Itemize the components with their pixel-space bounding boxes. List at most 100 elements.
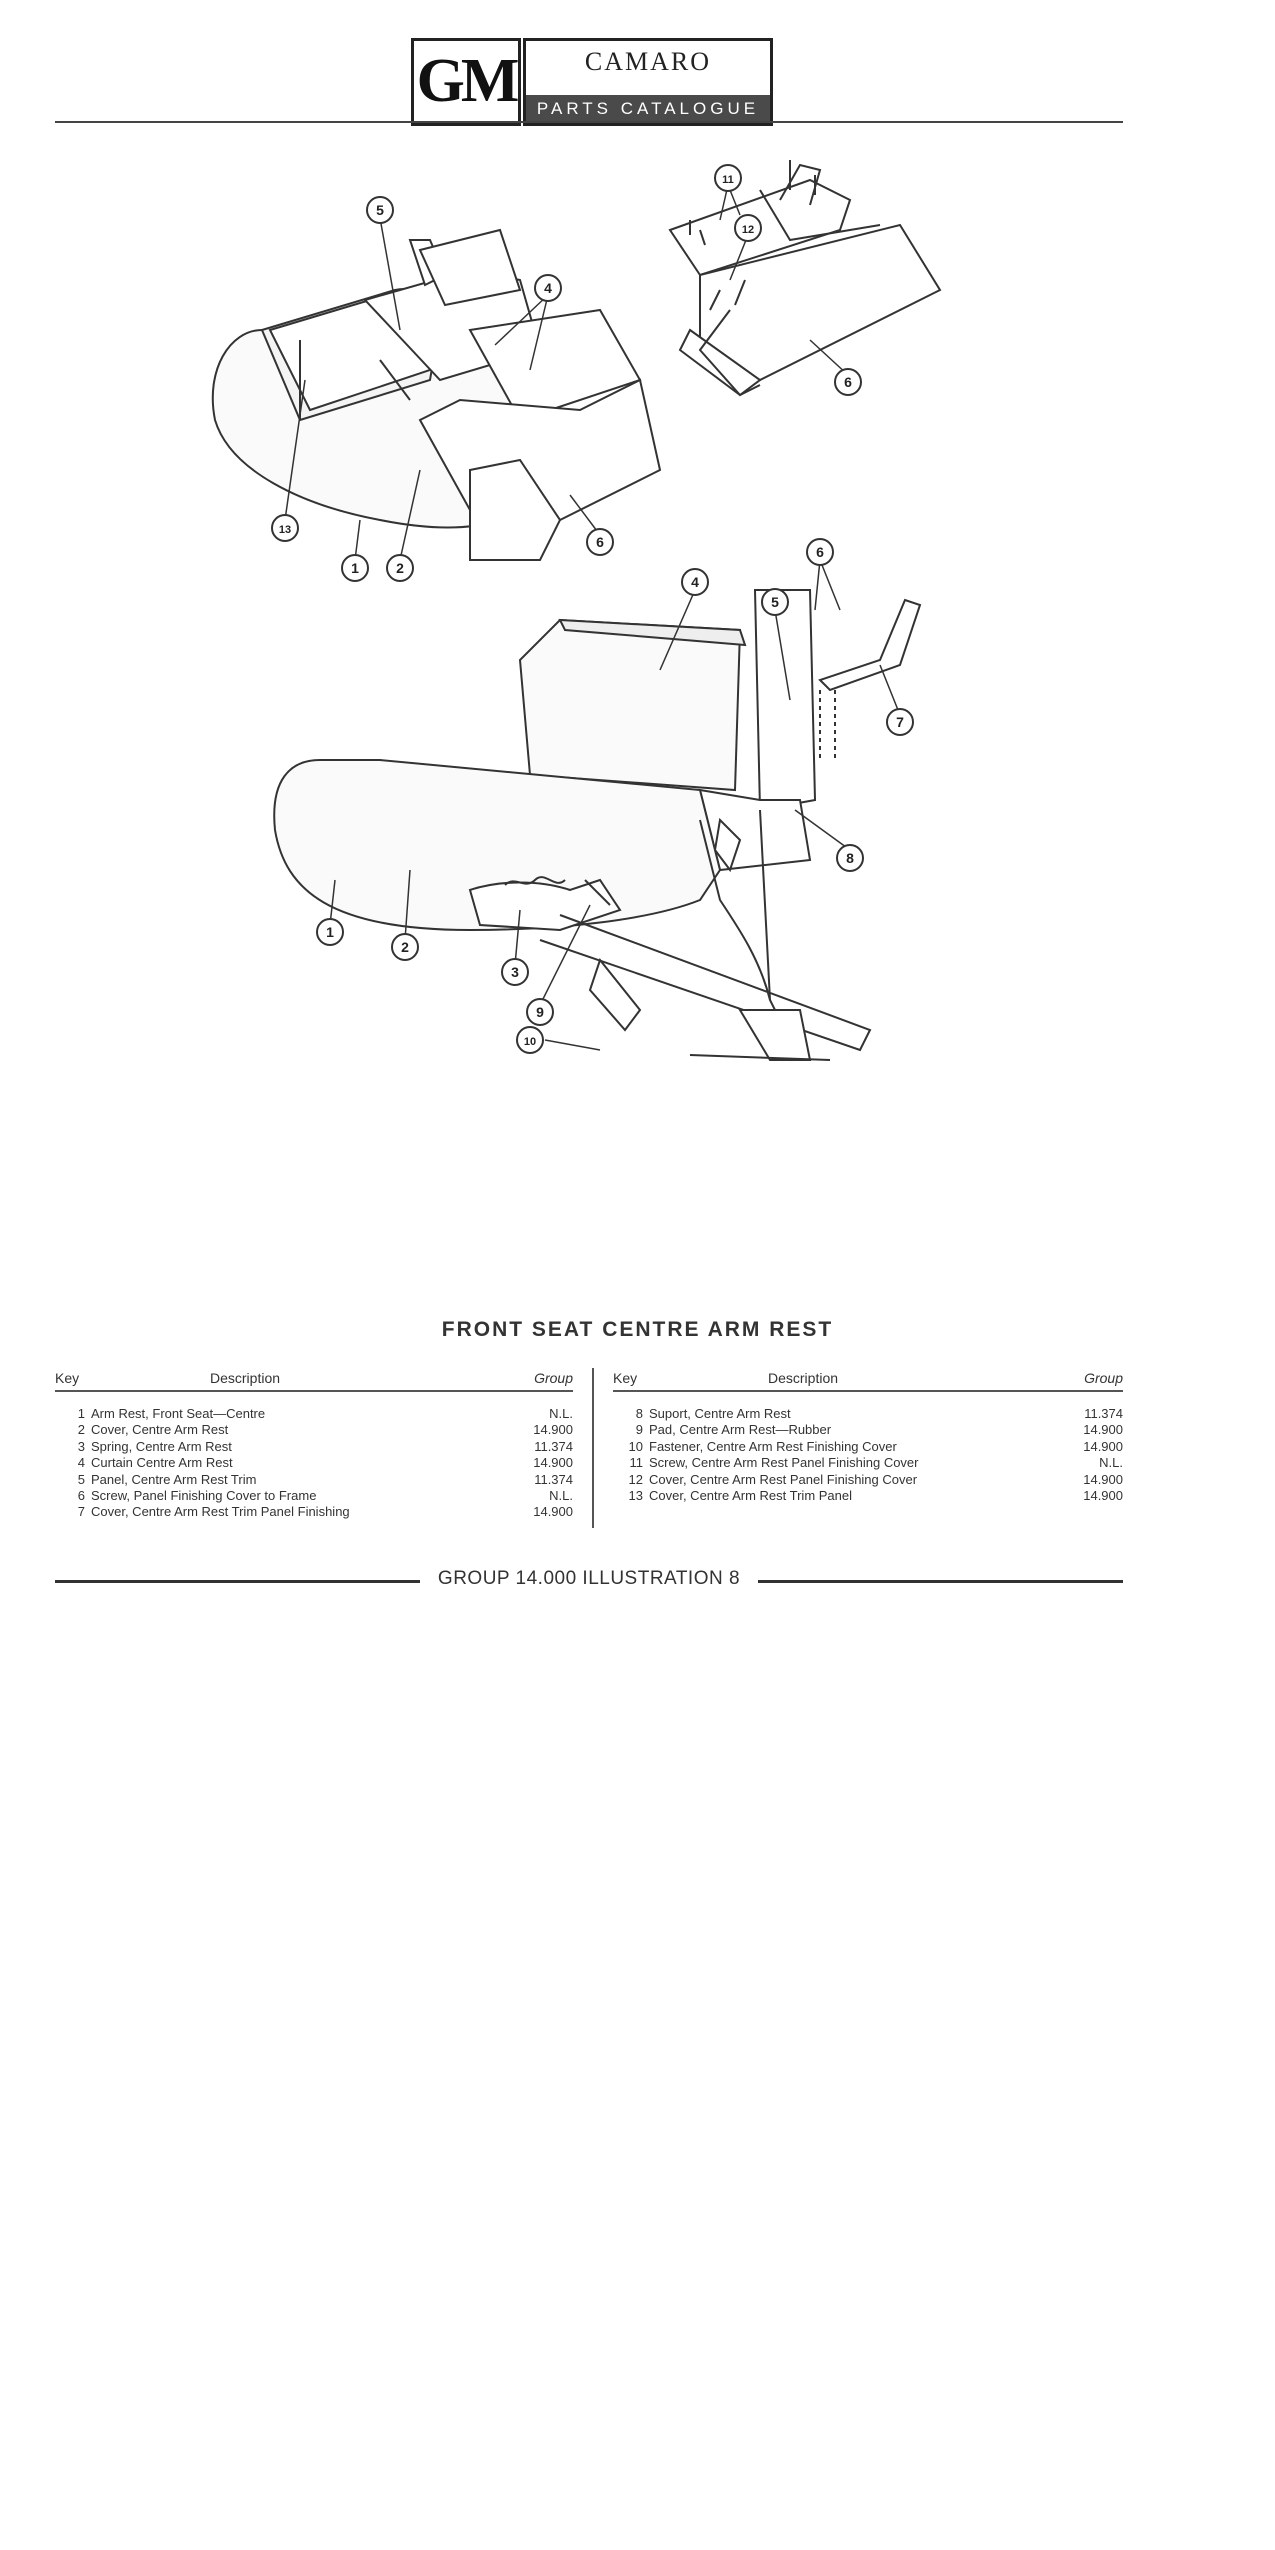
row-key: 12 bbox=[628, 1471, 643, 1487]
callout-1: 1 bbox=[341, 554, 369, 582]
section-title: FRONT SEAT CENTRE ARM REST bbox=[441, 1318, 834, 1341]
row-group: 14.900 bbox=[1083, 1422, 1123, 1438]
upper-armrest-assembly bbox=[211, 228, 662, 561]
header-key: Key bbox=[55, 1370, 80, 1386]
callout-6: 6 bbox=[586, 528, 614, 556]
svg-text:5: 5 bbox=[771, 594, 779, 610]
row-group: 14.900 bbox=[533, 1504, 573, 1520]
callout-5: 5 bbox=[366, 196, 394, 224]
callout-8: 8 bbox=[836, 844, 864, 872]
row-key: 8 bbox=[635, 1406, 643, 1421]
row-key: 2 bbox=[77, 1422, 85, 1438]
callout-10: 10 bbox=[516, 1026, 544, 1054]
row-key: 5 bbox=[77, 1471, 85, 1487]
svg-text:3: 3 bbox=[511, 964, 519, 980]
header-description: Description bbox=[210, 1370, 281, 1386]
row-group: 11.374 bbox=[534, 1438, 573, 1454]
callout-4: 4 bbox=[534, 274, 562, 302]
gm-logo-mark: GM bbox=[411, 38, 521, 126]
svg-text:12: 12 bbox=[742, 224, 754, 236]
logo-panel: CAMARO PARTS CATALOGUE bbox=[523, 38, 773, 126]
svg-text:1: 1 bbox=[351, 560, 359, 576]
table-row: 12 Cover, Centre Arm Rest Panel Finishing… bbox=[613, 1472, 1123, 1488]
page-footer: GROUP 14.000 ILLUSTRATION 8 bbox=[55, 1568, 1123, 1592]
row-group: N.L. bbox=[549, 1487, 573, 1503]
footer-rule-left bbox=[55, 1580, 420, 1583]
svg-text:13: 13 bbox=[279, 524, 291, 536]
callout-12: 12 bbox=[734, 214, 762, 242]
svg-text:6: 6 bbox=[844, 374, 852, 390]
svg-text:4: 4 bbox=[544, 280, 552, 296]
row-description: Cover, Centre Arm Rest Panel Finishing C… bbox=[649, 1471, 918, 1487]
table-row: 11 Screw, Centre Arm Rest Panel Finishing… bbox=[613, 1455, 1124, 1471]
callout-2: 2 bbox=[391, 933, 419, 961]
row-key: 1 bbox=[77, 1406, 85, 1421]
svg-text:6: 6 bbox=[816, 544, 824, 560]
header-key: Key bbox=[613, 1370, 638, 1386]
row-key: 4 bbox=[77, 1455, 85, 1471]
row-description: Curtain Centre Arm Rest bbox=[91, 1455, 233, 1471]
row-group: N.L. bbox=[1099, 1455, 1123, 1471]
callout-5: 5 bbox=[761, 588, 789, 616]
row-group: 14.900 bbox=[1083, 1438, 1123, 1454]
footer-rule-right bbox=[758, 1580, 1123, 1583]
row-key: 11 bbox=[629, 1455, 644, 1471]
svg-text:4: 4 bbox=[691, 574, 699, 590]
logo-title: CAMARO bbox=[584, 47, 712, 76]
row-description: Spring, Centre Arm Rest bbox=[91, 1438, 232, 1454]
table-row: 7 Cover, Centre Arm Rest Trim Panel Finis… bbox=[55, 1504, 573, 1520]
svg-text:11: 11 bbox=[722, 174, 734, 186]
callout-2: 2 bbox=[386, 554, 414, 582]
lower-armrest-assembly bbox=[273, 589, 922, 1061]
column-divider bbox=[592, 1368, 594, 1528]
callout-1: 1 bbox=[316, 918, 344, 946]
table-row: 5 Panel, Centre Arm Rest Trim 11.374 bbox=[55, 1472, 573, 1488]
header-description: Description bbox=[768, 1370, 839, 1386]
logo-subtitle: PARTS CATALOGUE bbox=[526, 95, 770, 123]
table-header: Key Description Group bbox=[613, 1368, 1123, 1392]
svg-text:10: 10 bbox=[524, 1036, 536, 1048]
callout-13: 13 bbox=[271, 514, 299, 542]
svg-text:6: 6 bbox=[596, 534, 604, 550]
row-description: Screw, Panel Finishing Cover to Frame bbox=[91, 1487, 317, 1503]
svg-text:1: 1 bbox=[326, 924, 334, 940]
row-description: Cover, Centre Arm Rest Trim Panel bbox=[649, 1487, 853, 1503]
row-description: Screw, Centre Arm Rest Panel Finishing C… bbox=[649, 1455, 919, 1471]
svg-text:2: 2 bbox=[401, 939, 409, 955]
table-header: Key Description Group bbox=[55, 1368, 573, 1392]
header-rule bbox=[55, 121, 1123, 123]
row-description: Cover, Centre Arm Rest Trim Panel Finish… bbox=[91, 1504, 350, 1520]
svg-text:5: 5 bbox=[376, 202, 384, 218]
row-key: 3 bbox=[77, 1438, 85, 1454]
callout-11: 11 bbox=[714, 164, 742, 192]
table-row: 3 Spring, Centre Arm Rest 11.374 bbox=[55, 1439, 573, 1455]
row-group: 14.900 bbox=[533, 1455, 573, 1471]
svg-text:2: 2 bbox=[396, 560, 404, 576]
callout-6: 6 bbox=[834, 368, 862, 396]
row-description: Cover, Centre Arm Rest bbox=[91, 1422, 229, 1438]
svg-text:9: 9 bbox=[536, 1004, 544, 1020]
row-key: 7 bbox=[77, 1504, 85, 1520]
row-group: 14.900 bbox=[1083, 1471, 1123, 1487]
callout-9: 9 bbox=[526, 998, 554, 1026]
header-group: Group bbox=[534, 1370, 573, 1386]
table-row: 4 Curtain Centre Arm Rest 14.900 bbox=[55, 1455, 573, 1471]
row-group: 11.374 bbox=[534, 1471, 573, 1487]
svg-text:8: 8 bbox=[846, 850, 854, 866]
row-key: 10 bbox=[628, 1438, 643, 1454]
row-group: 14.900 bbox=[1083, 1487, 1123, 1503]
row-description: Panel, Centre Arm Rest Trim bbox=[91, 1471, 257, 1487]
svg-text:7: 7 bbox=[896, 714, 904, 730]
leader-lines bbox=[284, 184, 901, 1051]
footer-label: GROUP 14.000 ILLUSTRATION 8 bbox=[437, 1568, 741, 1589]
callout-4: 4 bbox=[681, 568, 709, 596]
